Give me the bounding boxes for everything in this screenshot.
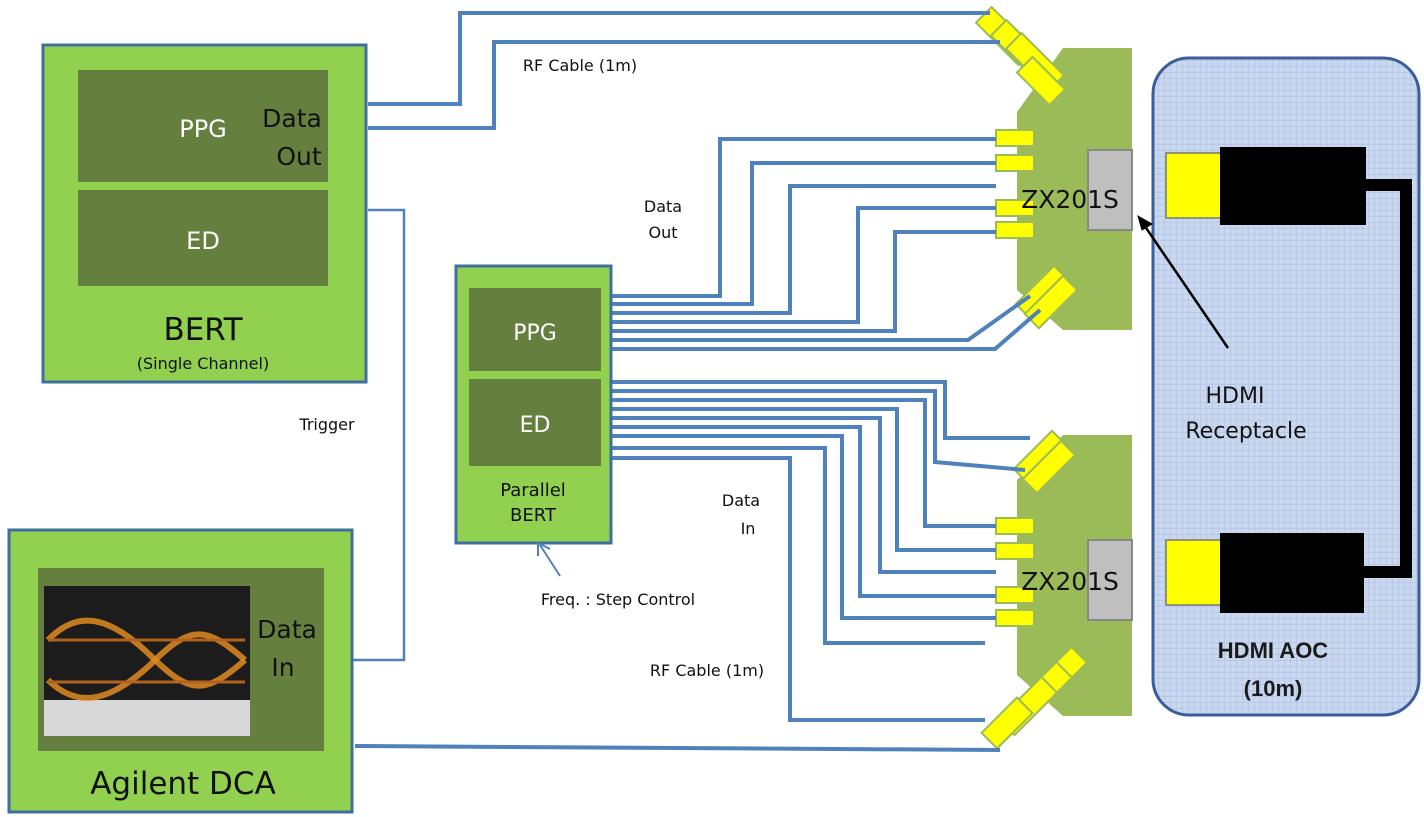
bert-title: BERT [163, 312, 243, 348]
zx201s-label-bottom: ZX201S [1021, 567, 1119, 596]
parallel-bert-ppg-label: PPG [513, 321, 557, 346]
bert-data-out-label-1: Data [262, 104, 322, 133]
data-out-label-1: Data [644, 197, 682, 216]
data-in-label-2: In [741, 519, 756, 538]
eye-diagram-screen [44, 586, 250, 736]
bert-subtitle: (Single Channel) [137, 354, 269, 373]
freq-step-control-label: Freq. : Step Control [541, 590, 695, 609]
agilent-dca: Data In Agilent DCA [7, 528, 354, 814]
hdmi-aoc-cable [1362, 179, 1412, 578]
dca-data-in-label-1: Data [257, 615, 317, 644]
hdmi-connector-top [1165, 147, 1366, 225]
zx201s-label-top: ZX201S [1021, 185, 1119, 214]
data-in-label-1: Data [722, 491, 760, 510]
hdmi-aoc-label-2: (10m) [1244, 676, 1303, 701]
parallel-data-in-cables [605, 380, 1030, 722]
parallel-bert: PPG ED Parallel BERT [454, 264, 613, 545]
dca-data-in-label-2: In [271, 653, 294, 682]
parallel-bert-ed-label: ED [520, 413, 551, 438]
hdmi-aoc-panel: HDMI AOC (10m) [1151, 56, 1421, 717]
bert-ppg-label: PPG [179, 115, 227, 143]
trigger-label: Trigger [298, 415, 355, 434]
zx201s-board-top: ZX201S [974, 5, 1133, 330]
bert-ed-label: ED [186, 227, 220, 255]
bert-single-channel: PPG Data Out ED BERT (Single Channel) [41, 43, 368, 384]
parallel-bert-title-2: BERT [510, 505, 557, 526]
hdmi-receptacle-arrow [1137, 214, 1230, 349]
hdmi-receptacle-label-2: Receptacle [1185, 419, 1306, 444]
rf-cable-label-bottom: RF Cable (1m) [650, 661, 764, 680]
rf-cables [322, 11, 1001, 752]
zx201s-board-bottom: ZX201S [980, 429, 1133, 750]
hdmi-aoc-label-1: HDMI AOC [1218, 638, 1329, 663]
freq-control-arrow [537, 541, 561, 577]
dca-title: Agilent DCA [90, 766, 276, 802]
rf-cable-label-top: RF Cable (1m) [523, 56, 637, 75]
parallel-bert-title-1: Parallel [500, 480, 566, 501]
hdmi-receptacle-label-1: HDMI [1206, 384, 1265, 409]
data-out-label-2: Out [648, 223, 677, 242]
hdmi-connector-bottom [1165, 533, 1364, 613]
parallel-data-out-cables [605, 137, 1042, 351]
bert-data-out-label-2: Out [276, 142, 322, 171]
